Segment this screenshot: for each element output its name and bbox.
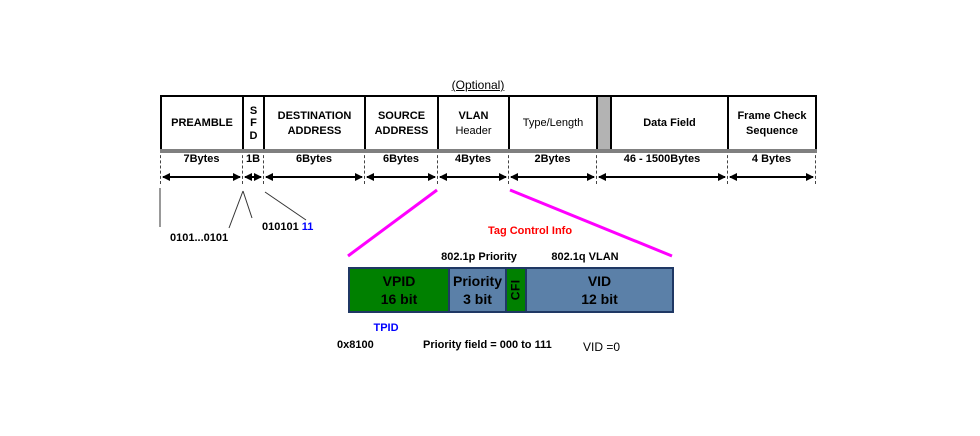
optional-label: (Optional) [451, 78, 505, 92]
frame-field-label: DESTINATION ADDRESS [277, 109, 352, 137]
arrowhead-left-icon [439, 173, 447, 181]
frame-field-label-line2: Header [455, 124, 492, 137]
double-arrow [265, 173, 363, 181]
tag-field-title-rotated: CFI [508, 279, 523, 301]
byte-section-sfd: 1B [242, 150, 263, 184]
byte-section-vlan-header: 4Bytes [437, 150, 508, 184]
arrowhead-right-icon [233, 173, 241, 181]
frame-field-sfd: SFD [242, 95, 263, 150]
tag-field-priority: Priority 3 bit [448, 269, 505, 311]
double-arrow [366, 173, 436, 181]
frame-field-label: SOURCE ADDRESS [374, 109, 429, 137]
byte-size-label: 4 Bytes [751, 153, 792, 165]
tag-control-info-label: Tag Control Info [487, 225, 573, 237]
byte-size-label: 2Bytes [534, 153, 571, 165]
arrowhead-right-icon [587, 173, 595, 181]
arrowhead-right-icon [254, 173, 262, 181]
byte-section-preamble: 7Bytes [160, 150, 242, 184]
frame-field-destination-address: DESTINATION ADDRESS [263, 95, 364, 150]
frame-field-label: Type/Length [522, 117, 584, 130]
preamble-bit-pattern: 0101...0101 [170, 232, 229, 244]
byte-size-label: 4Bytes [454, 153, 492, 165]
frame-field-preamble: PREAMBLE [160, 95, 242, 150]
frame-field-data-field: Data Field [610, 95, 727, 150]
arrowhead-left-icon [162, 173, 170, 181]
arrowhead-right-icon [355, 173, 363, 181]
frame-baseline-bar [160, 149, 817, 153]
arrowhead-left-icon [366, 173, 374, 181]
tag-field-size: 12 bit [581, 291, 618, 307]
frame-field-label: Data Field [643, 117, 696, 130]
arrowhead-left-icon [510, 173, 518, 181]
byte-section-end-dash [815, 150, 816, 184]
tpid-value: 0x8100 [337, 339, 374, 351]
byte-size-label: 7Bytes [183, 153, 220, 165]
arrowhead-left-icon [244, 173, 252, 181]
frame-field-type-length: Type/Length [508, 95, 596, 150]
double-arrow [510, 173, 595, 181]
arrowhead-right-icon [718, 173, 726, 181]
tag-field-vid: VID 12 bit [525, 269, 672, 311]
sfd-bits-blue: 11 [301, 221, 314, 233]
frame-field-source-address: SOURCE ADDRESS [364, 95, 437, 150]
byte-section-destination-address: 6Bytes [263, 150, 364, 184]
tpid-label: TPID [373, 322, 399, 334]
byte-size-label: 46 - 1500Bytes [623, 153, 701, 165]
byte-section-data-field: 46 - 1500Bytes [596, 150, 727, 184]
byte-section-frame-check: 4 Bytes [727, 150, 815, 184]
double-arrow [439, 173, 507, 181]
double-arrow [598, 173, 726, 181]
double-arrow [244, 173, 262, 181]
arrowhead-left-icon [265, 173, 273, 181]
tag-field-vpid: VPID 16 bit [350, 269, 448, 311]
frame-field-frame-check-sequence: Frame Check Sequence [727, 95, 817, 150]
frame-field-vlan-header: VLAN Header [437, 95, 508, 150]
frame-field-label: PREAMBLE [171, 117, 233, 130]
byte-size-label: 6Bytes [382, 153, 420, 165]
frame-field-label: SFD [249, 105, 258, 142]
frame-field-label: VLAN [458, 109, 489, 122]
8021q-vlan-label: 802.1q VLAN [551, 251, 619, 263]
byte-size-label: 1B [245, 153, 261, 165]
tag-field-title: VID [587, 272, 612, 289]
arrowhead-right-icon [499, 173, 507, 181]
8021p-priority-label: 802.1p Priority [441, 251, 517, 263]
tag-field-title: Priority [452, 272, 502, 289]
vlan-tag-fields-row: VPID 16 bit Priority 3 bit CFI VID 12 bi… [348, 267, 674, 313]
byte-section-source-address: 6Bytes [364, 150, 437, 184]
arrowhead-left-icon [729, 173, 737, 181]
tag-field-cfi: CFI [505, 269, 525, 311]
tag-field-size: 16 bit [380, 291, 418, 307]
byte-size-label: 6Bytes [295, 153, 333, 165]
arrowhead-left-icon [598, 173, 606, 181]
arrowhead-right-icon [806, 173, 814, 181]
tag-field-title: VPID [382, 272, 416, 289]
arrowhead-right-icon [428, 173, 436, 181]
vid-note: VID =0 [583, 340, 621, 354]
priority-field-note: Priority field = 000 to 111 [423, 339, 552, 351]
tag-field-size: 3 bit [463, 291, 492, 307]
frame-field-label: Frame Check Sequence [737, 109, 807, 137]
byte-section-type-length: 2Bytes [508, 150, 596, 184]
double-arrow [729, 173, 814, 181]
frame-field-gray-spacer [596, 95, 610, 150]
double-arrow [162, 173, 241, 181]
sfd-bits-black: 010101 [262, 221, 299, 233]
